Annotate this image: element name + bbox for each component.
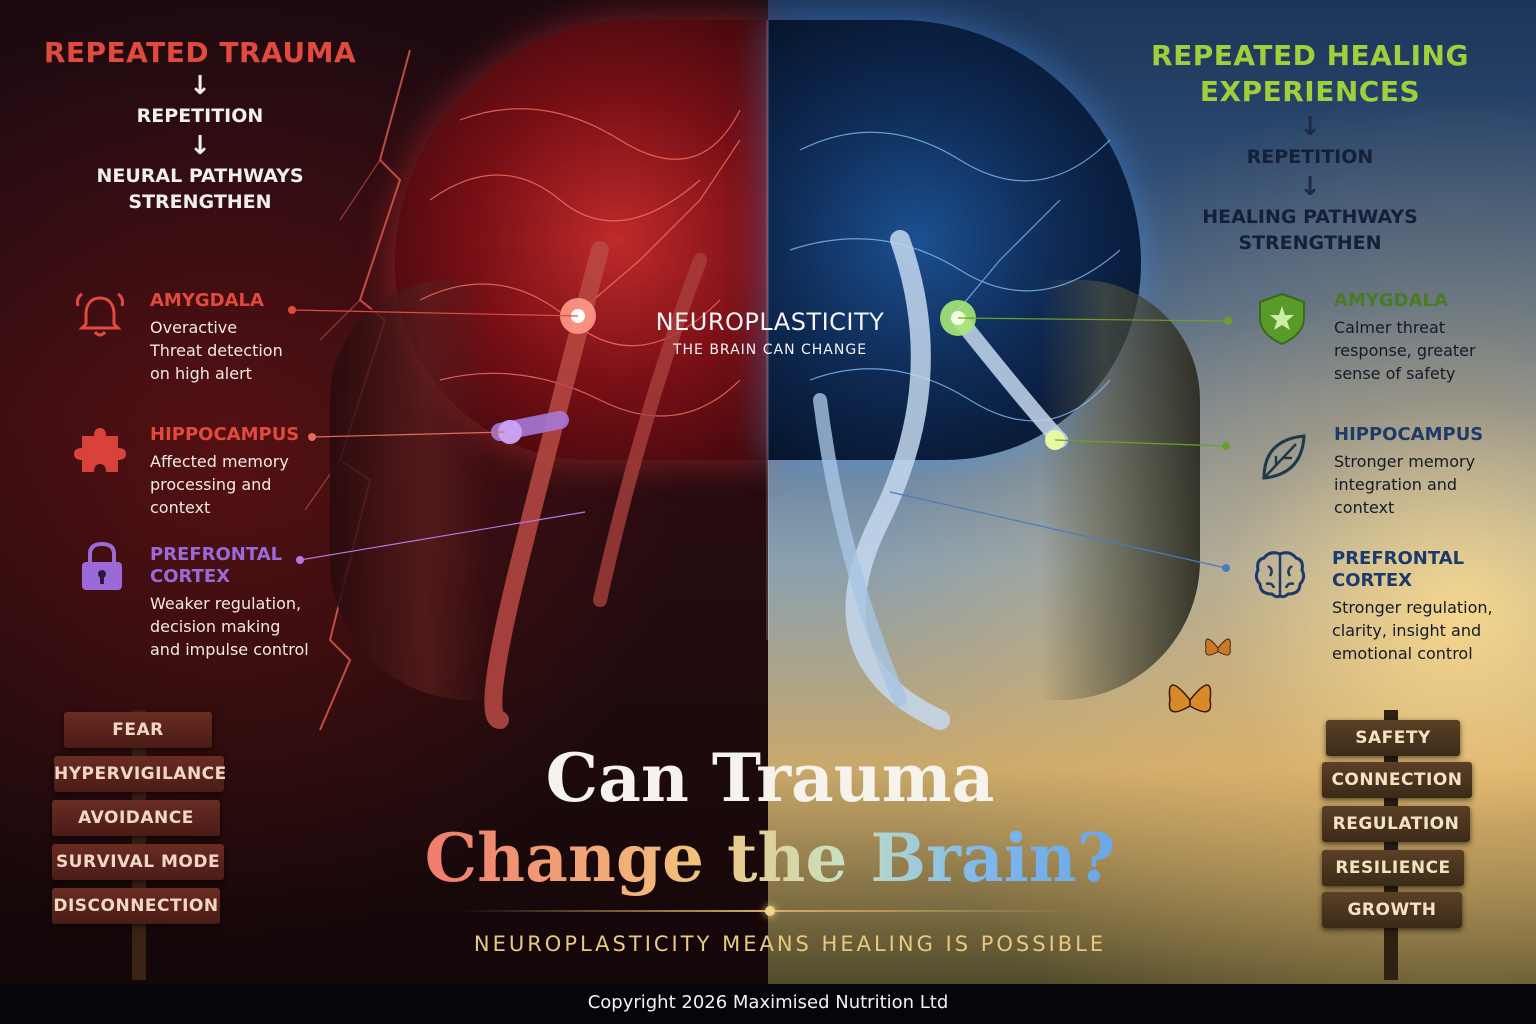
region-description: Stronger memory integration and context bbox=[1334, 450, 1534, 519]
healing-heading-line1: REPEATED HEALING bbox=[1151, 39, 1469, 72]
desc-line: sense of safety bbox=[1334, 364, 1456, 383]
region-description: Calmer threat response, greater sense of… bbox=[1334, 316, 1534, 385]
desc-line: Weaker regulation, bbox=[150, 594, 302, 613]
healing-step-line2: STRENGTHEN bbox=[1238, 232, 1382, 254]
alarm-bell-icon bbox=[76, 292, 124, 337]
desc-line: Stronger regulation, bbox=[1332, 598, 1493, 617]
desc-line: context bbox=[150, 498, 211, 517]
trauma-step-line2: STRENGTHEN bbox=[128, 191, 272, 213]
title-line2: Change the Brain? bbox=[420, 818, 1120, 898]
main-title: Can Trauma Change the Brain? bbox=[420, 738, 1120, 898]
subtitle: NEUROPLASTICITY MEANS HEALING IS POSSIBL… bbox=[473, 932, 1107, 956]
sign-safety: SAFETY bbox=[1326, 720, 1460, 756]
region-name-line1: PREFRONTAL bbox=[150, 544, 283, 565]
healing-step-line1: HEALING PATHWAYS bbox=[1202, 206, 1418, 228]
footer-bar bbox=[0, 984, 1536, 1024]
center-label: NEUROPLASTICITY bbox=[655, 308, 885, 336]
desc-line: clarity, insight and bbox=[1332, 621, 1482, 640]
title-line1: Can Trauma bbox=[545, 739, 995, 817]
desc-line: Overactive bbox=[150, 318, 238, 337]
desc-line: on high alert bbox=[150, 364, 252, 383]
puzzle-piece-icon bbox=[74, 428, 126, 472]
neuroplasticity-label: NEUROPLASTICITY THE BRAIN CAN CHANGE bbox=[600, 308, 940, 358]
healing-face-profile bbox=[1040, 280, 1200, 700]
padlock-icon bbox=[82, 541, 122, 590]
healing-heading-line2: EXPERIENCES bbox=[1199, 75, 1421, 108]
region-name-line2: CORTEX bbox=[1332, 570, 1413, 591]
desc-line: and impulse control bbox=[150, 640, 309, 659]
sign-disconnection: DISCONNECTION bbox=[52, 888, 220, 924]
desc-line: decision making bbox=[150, 617, 281, 636]
desc-line: Stronger memory bbox=[1334, 452, 1476, 471]
sign-avoidance: AVOIDANCE bbox=[52, 800, 220, 836]
healing-step-repetition: REPETITION bbox=[1246, 146, 1374, 168]
trauma-hippocampus-region: HIPPOCAMPUS Affected memory processing a… bbox=[150, 424, 350, 519]
sign-fear: FEAR bbox=[64, 712, 212, 748]
sign-regulation: REGULATION bbox=[1322, 806, 1470, 842]
healing-hippocampus-region: HIPPOCAMPUS Stronger memory integration … bbox=[1334, 424, 1534, 519]
desc-line: Calmer threat bbox=[1334, 318, 1446, 337]
region-name-line1: PREFRONTAL bbox=[1332, 548, 1465, 569]
desc-line: processing and bbox=[150, 475, 272, 494]
sign-growth: GROWTH bbox=[1322, 892, 1462, 928]
trauma-heading-title: REPEATED TRAUMA bbox=[43, 36, 357, 69]
down-arrow-icon: ↓ bbox=[1299, 172, 1321, 202]
trauma-prefrontal-region: PREFRONTAL CORTEX Weaker regulation, dec… bbox=[150, 544, 350, 661]
shield-icon bbox=[1259, 292, 1305, 346]
desc-line: integration and bbox=[1334, 475, 1458, 494]
desc-line: emotional control bbox=[1332, 644, 1473, 663]
region-name: HIPPOCAMPUS bbox=[1334, 424, 1484, 445]
down-arrow-icon: ↓ bbox=[189, 71, 211, 101]
brain-icon bbox=[1254, 551, 1306, 599]
trauma-face-profile bbox=[330, 280, 490, 700]
divider-dot bbox=[765, 906, 775, 916]
desc-line: context bbox=[1334, 498, 1395, 517]
down-arrow-icon: ↓ bbox=[189, 131, 211, 161]
center-sublabel: THE BRAIN CAN CHANGE bbox=[672, 342, 868, 358]
healing-prefrontal-region: PREFRONTAL CORTEX Stronger regulation, c… bbox=[1332, 548, 1532, 665]
region-name: HIPPOCAMPUS bbox=[150, 424, 300, 445]
region-description: Stronger regulation, clarity, insight an… bbox=[1332, 596, 1532, 665]
desc-line: response, greater bbox=[1334, 341, 1476, 360]
down-arrow-icon: ↓ bbox=[1299, 112, 1321, 142]
trauma-step-line1: NEURAL PATHWAYS bbox=[96, 165, 304, 187]
region-description: Affected memory processing and context bbox=[150, 450, 350, 519]
healing-amygdala-region: AMYGDALA Calmer threat response, greater… bbox=[1334, 290, 1534, 385]
leaf-icon bbox=[1262, 434, 1306, 480]
trauma-process-heading: REPEATED TRAUMA ↓ REPETITION ↓ NEURAL PA… bbox=[40, 36, 360, 215]
healing-process-heading: REPEATED HEALING EXPERIENCES ↓ REPETITIO… bbox=[1150, 38, 1470, 256]
copyright-text: Copyright 2026 Maximised Nutrition Ltd bbox=[587, 992, 949, 1013]
sign-resilience: RESILIENCE bbox=[1322, 850, 1464, 886]
desc-line: Threat detection bbox=[150, 341, 283, 360]
trauma-step-repetition: REPETITION bbox=[136, 105, 264, 127]
region-name-line2: CORTEX bbox=[150, 566, 231, 587]
region-name: AMYGDALA bbox=[150, 290, 264, 311]
trauma-amygdala-region: AMYGDALA Overactive Threat detection on … bbox=[150, 290, 350, 385]
region-description: Weaker regulation, decision making and i… bbox=[150, 592, 350, 661]
sign-connection: CONNECTION bbox=[1322, 762, 1472, 798]
sign-survival-mode: SURVIVAL MODE bbox=[52, 844, 224, 880]
desc-line: Affected memory bbox=[150, 452, 289, 471]
sign-hypervigilance: HYPERVIGILANCE bbox=[54, 756, 226, 792]
region-description: Overactive Threat detection on high aler… bbox=[150, 316, 350, 385]
region-name: AMYGDALA bbox=[1334, 290, 1448, 311]
